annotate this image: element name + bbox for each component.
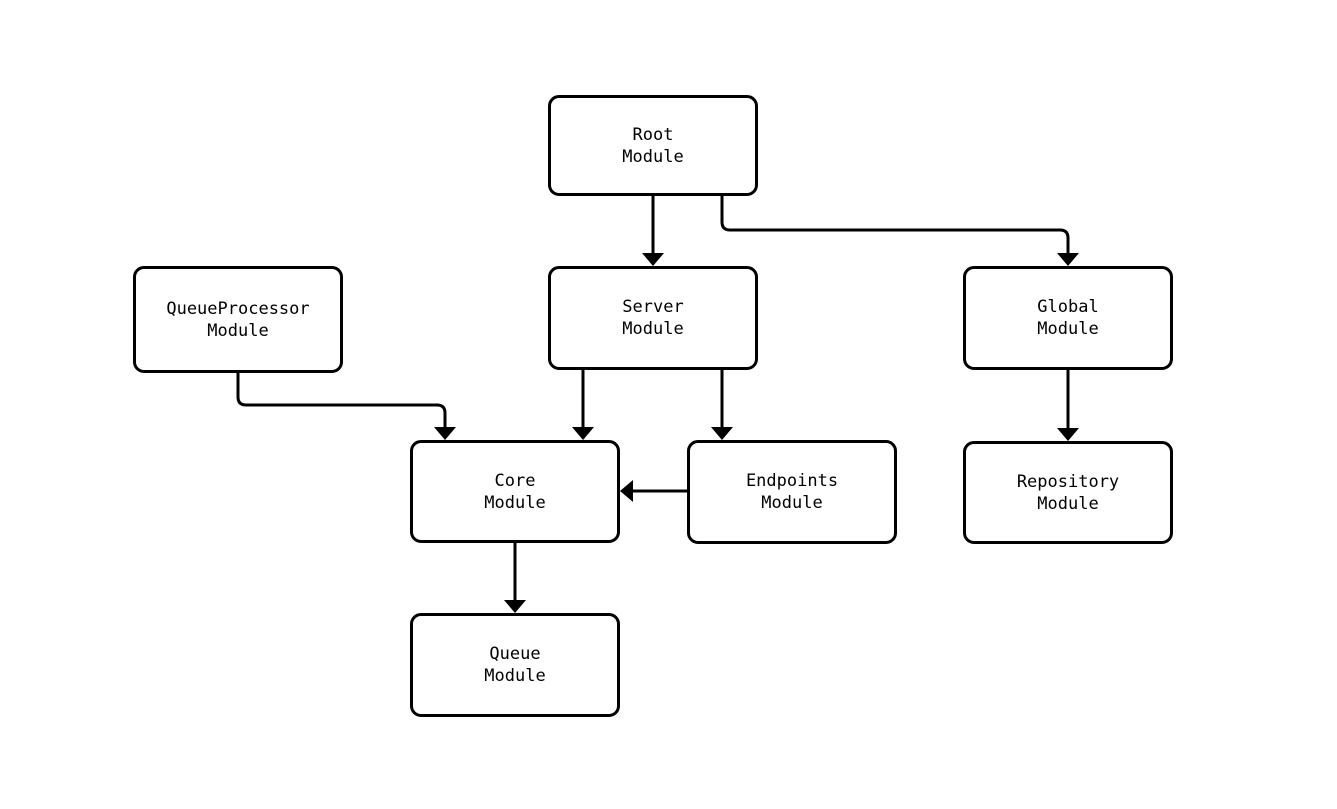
- node-label-root: Root Module: [622, 124, 684, 167]
- node-label-server: Server Module: [622, 297, 684, 339]
- edge-global-to-repository: [1057, 370, 1079, 441]
- arrowhead-icon-queueprocessor-to-core: [434, 427, 456, 440]
- arrowhead-icon-root-to-global: [1057, 253, 1079, 266]
- node-global[interactable]: Global Module: [963, 266, 1173, 370]
- node-label-repository: Repository Module: [1016, 471, 1120, 514]
- arrowhead-icon-server-to-core: [572, 427, 594, 440]
- node-repository[interactable]: Repository Module: [963, 441, 1173, 544]
- edge-root-to-server: [642, 196, 664, 266]
- edge-line-queueprocessor-to-core: [236, 373, 447, 432]
- arrowhead-icon-core-to-queue: [504, 600, 526, 613]
- edge-server-to-core: [572, 370, 594, 440]
- edge-endpoints-to-core: [620, 480, 687, 502]
- edge-root-to-global: [720, 196, 1079, 266]
- edge-line-root-to-global: [720, 196, 1070, 258]
- node-server[interactable]: Server Module: [548, 266, 758, 370]
- edge-queueprocessor-to-core: [236, 373, 456, 440]
- edge-core-to-queue: [504, 543, 526, 613]
- node-root[interactable]: Root Module: [548, 95, 758, 196]
- edge-server-to-endpoints: [711, 370, 733, 440]
- node-label-global: Global Module: [1037, 297, 1099, 339]
- arrowhead-icon-endpoints-to-core: [620, 480, 633, 502]
- node-label-queueprocessor: QueueProcessor Module: [166, 298, 310, 341]
- arrowhead-icon-root-to-server: [642, 253, 664, 266]
- node-label-endpoints: Endpoints Module: [745, 471, 839, 513]
- node-core[interactable]: Core Module: [410, 440, 620, 543]
- node-label-queue: Queue Module: [484, 644, 546, 686]
- arrowhead-icon-server-to-endpoints: [711, 427, 733, 440]
- node-label-core: Core Module: [484, 470, 546, 513]
- node-endpoints[interactable]: Endpoints Module: [687, 440, 897, 544]
- node-queue[interactable]: Queue Module: [410, 613, 620, 717]
- node-queueprocessor[interactable]: QueueProcessor Module: [133, 266, 343, 373]
- arrowhead-icon-global-to-repository: [1057, 428, 1079, 441]
